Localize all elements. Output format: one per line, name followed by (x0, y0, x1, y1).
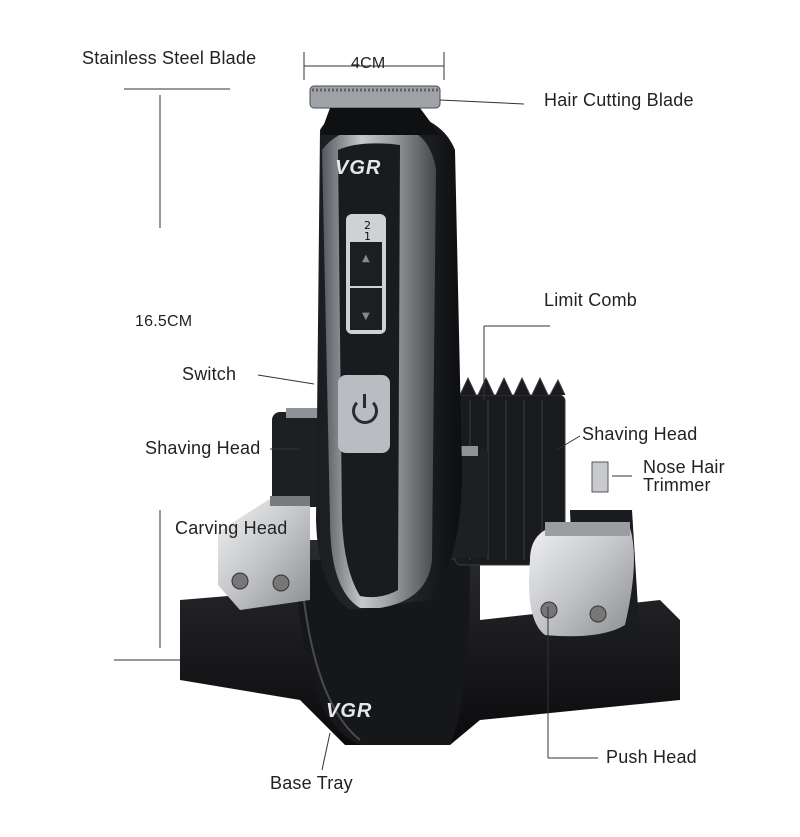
label-nose-hair-line1: Nose Hair (643, 457, 725, 477)
power-icon (352, 398, 378, 424)
leader-lines (257, 99, 632, 771)
label-nose-hair-line2: Trimmer (643, 475, 711, 495)
label-stainless-steel-blade: Stainless Steel Blade (82, 48, 257, 68)
dial-bottom-number: 1 (364, 230, 371, 243)
triangle-up-icon: ▲ (362, 253, 370, 264)
carving-head (218, 496, 310, 610)
clipper-logo: VGR (335, 157, 382, 179)
label-hair-cutting-blade: Hair Cutting Blade (544, 90, 694, 110)
triangle-down-icon: ▼ (362, 311, 370, 322)
label-width: 4CM (351, 55, 386, 72)
dimension-lines (114, 52, 445, 661)
dial-top-number: 2 (364, 219, 371, 232)
label-height: 16.5CM (135, 313, 193, 330)
power-icon-stem (363, 394, 366, 408)
base-logo: VGR (326, 700, 373, 722)
label-shaving-head-right: Shaving Head (582, 424, 698, 444)
label-switch: Switch (182, 364, 237, 384)
label-push-head: Push Head (606, 747, 697, 767)
label-limit-comb: Limit Comb (544, 290, 638, 310)
label-shaving-head-left: Shaving Head (145, 438, 261, 458)
push-head (529, 522, 634, 637)
clipper-body (309, 85, 462, 610)
label-carving-head: Carving Head (175, 518, 288, 538)
label-base-tray: Base Tray (270, 773, 353, 793)
